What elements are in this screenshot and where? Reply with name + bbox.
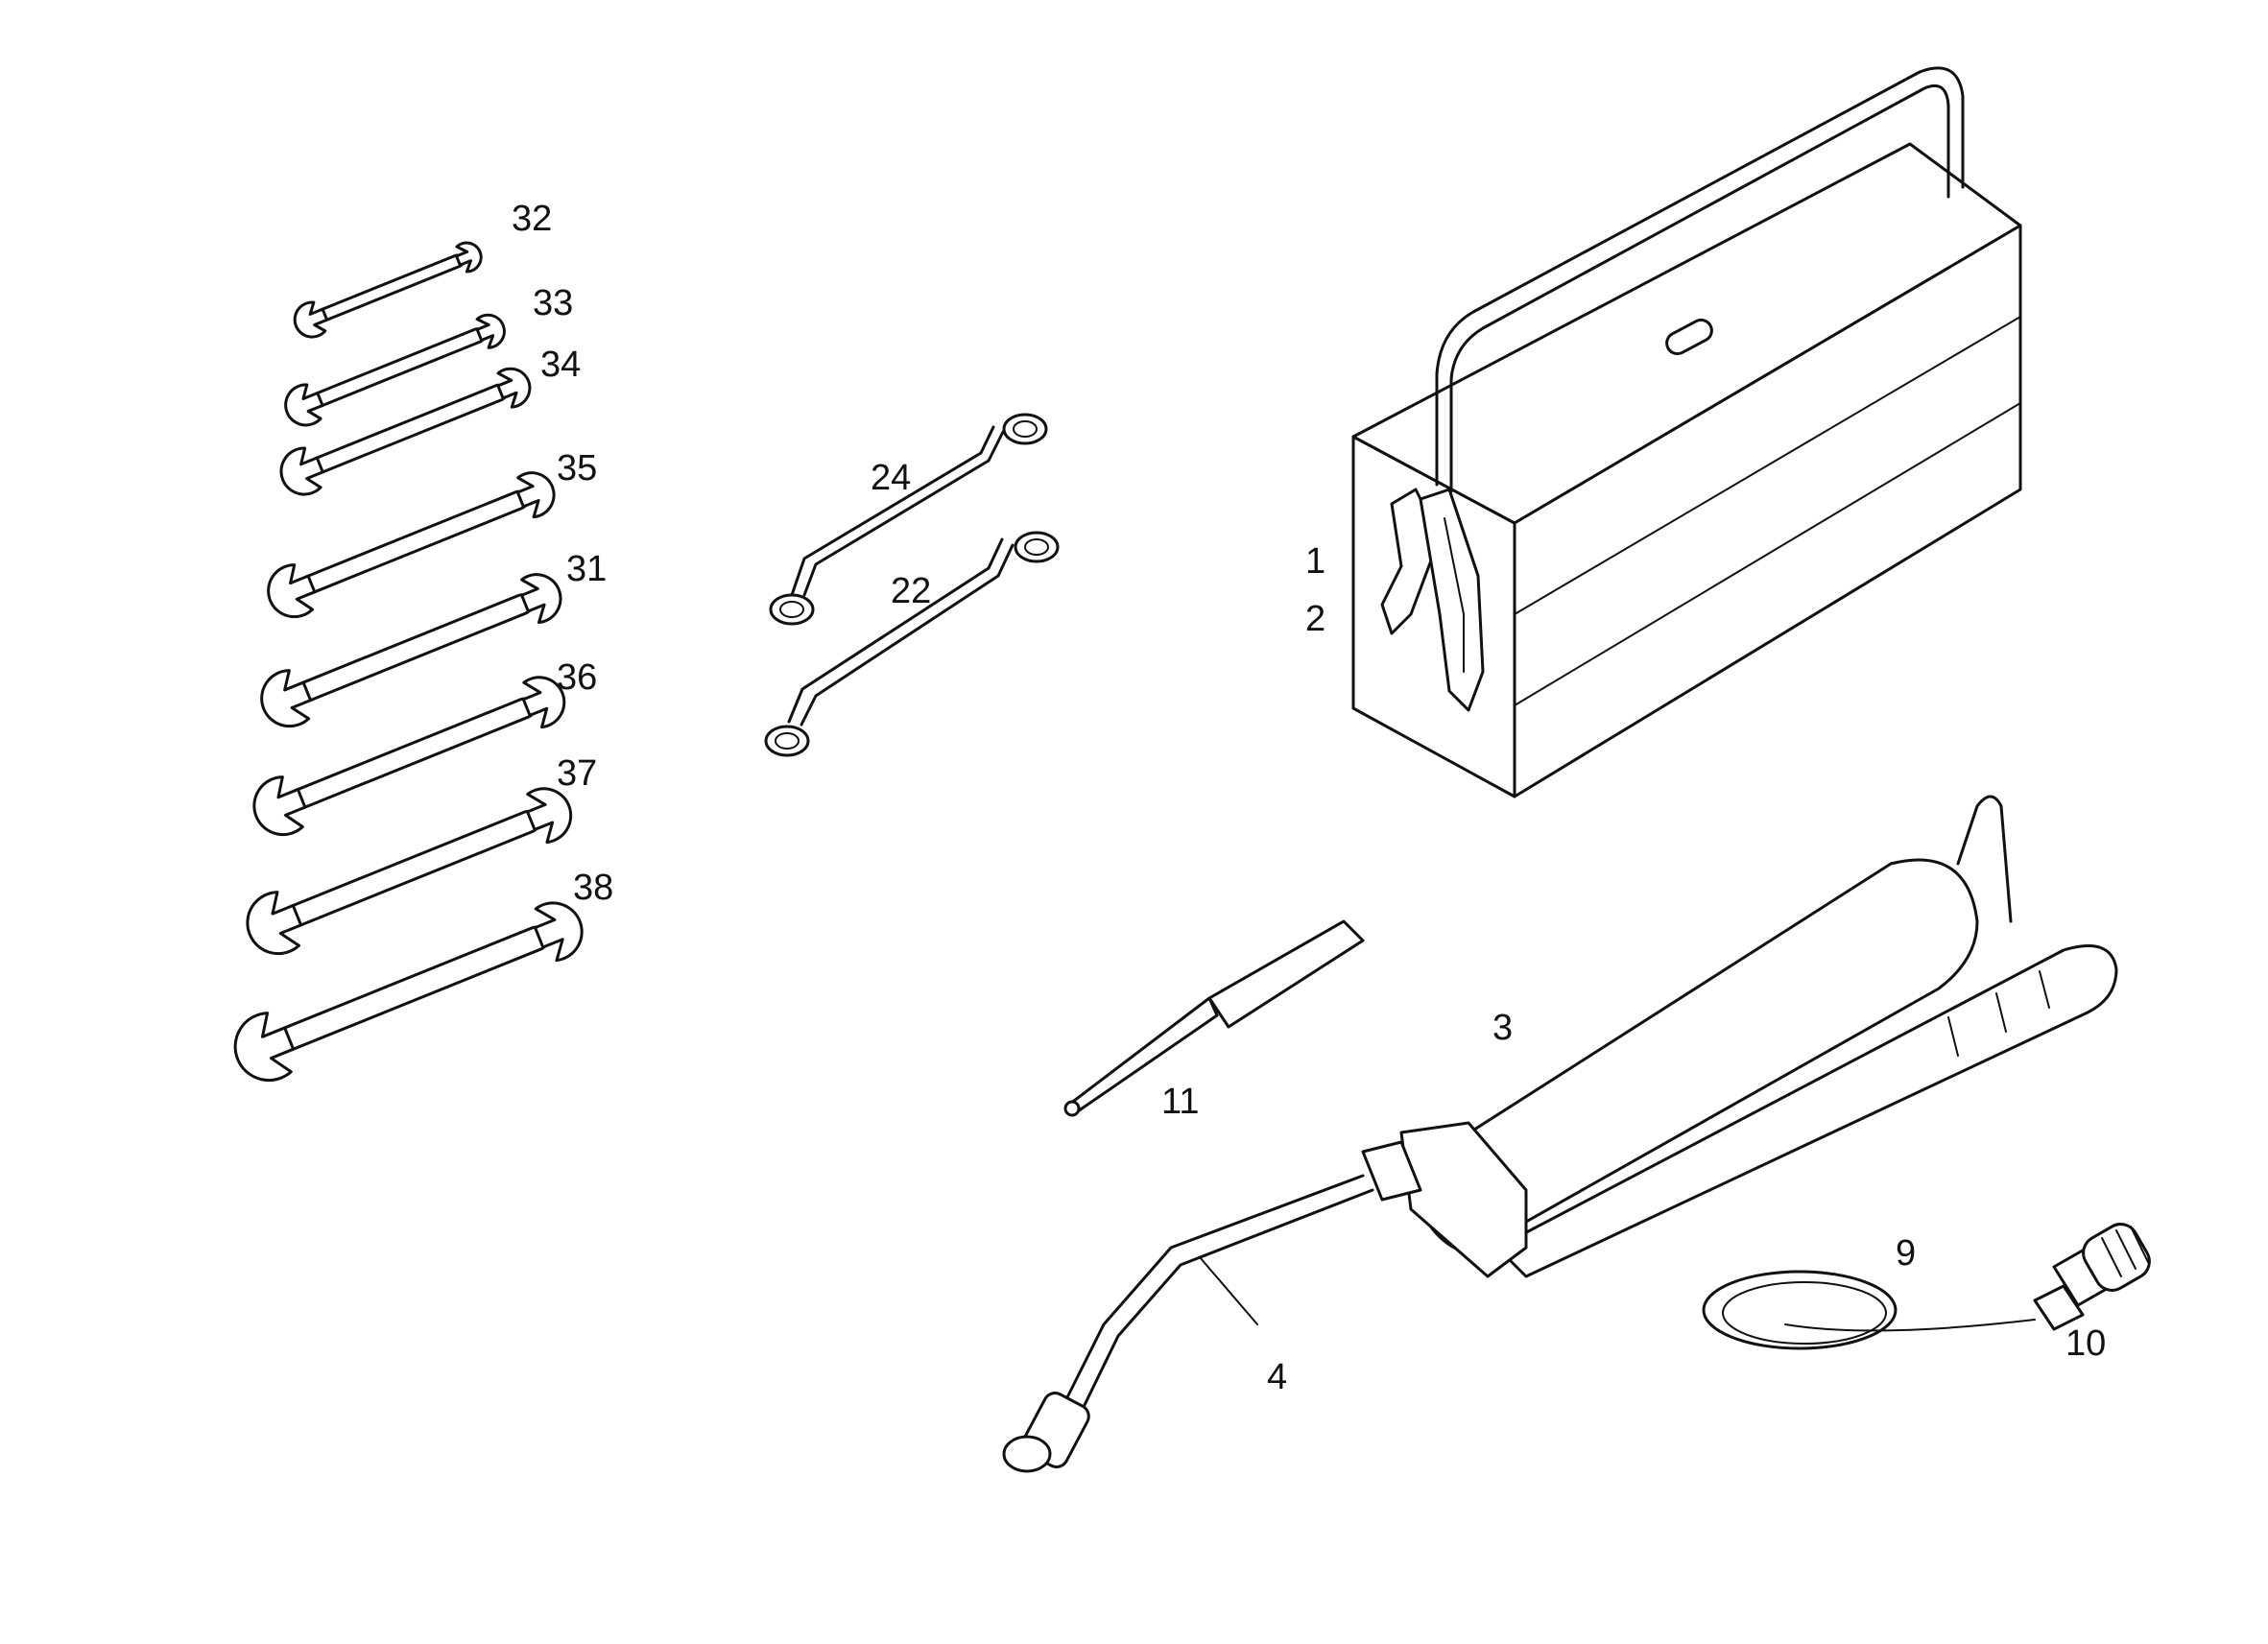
open-end-wrench-37 <box>246 787 573 956</box>
grease-coupler-10 <box>2033 1223 2151 1331</box>
callout-4: 4 <box>1267 1357 1287 1397</box>
callout-36: 36 <box>557 657 597 698</box>
open-end-wrench-36 <box>252 676 566 837</box>
open-end-wrench-34 <box>279 367 532 496</box>
drift-punch-11 <box>1063 919 1365 1117</box>
callout-2: 2 <box>1305 599 1325 639</box>
callout-38: 38 <box>573 868 613 908</box>
callout-labels: 32 33 34 35 31 36 37 38 24 22 1 2 3 11 4… <box>512 199 2106 1397</box>
callout-9: 9 <box>1896 1233 1916 1274</box>
grease-gun-head <box>1399 1121 1528 1278</box>
grease-hose-9 <box>1702 1270 2036 1350</box>
callout-22: 22 <box>891 571 931 611</box>
callout-11: 11 <box>1161 1082 1199 1122</box>
open-end-wrench-31 <box>260 573 562 728</box>
tool-box-handle <box>1435 66 1965 487</box>
grease-gun-pipe <box>1063 1174 1365 1403</box>
callout-3: 3 <box>1492 1008 1513 1048</box>
ring-wrench-22 <box>764 531 1060 757</box>
callout-33: 33 <box>533 283 573 323</box>
tool-box-latch <box>1665 318 1713 356</box>
tool-box <box>1351 66 2022 798</box>
callout-10: 10 <box>2065 1323 2106 1364</box>
grease-gun <box>1002 795 2118 1473</box>
grease-gun-rear-loop <box>1956 795 2013 923</box>
callout-31: 31 <box>566 549 607 589</box>
open-end-wrench-33 <box>284 313 506 427</box>
leader-line-4 <box>1199 1256 1258 1325</box>
callout-24: 24 <box>871 458 911 498</box>
callout-1: 1 <box>1305 541 1325 582</box>
callout-34: 34 <box>540 345 581 385</box>
callout-37: 37 <box>557 753 597 794</box>
grease-gun-lever <box>1495 944 2118 1278</box>
callout-35: 35 <box>557 448 597 488</box>
battery-clamp-2 <box>1419 488 1485 712</box>
callout-32: 32 <box>512 199 552 239</box>
open-end-wrench-32 <box>293 241 483 339</box>
wrench-set <box>233 241 584 1083</box>
ring-wrench-24 <box>769 413 1048 626</box>
open-end-wrench-38 <box>233 901 584 1083</box>
open-end-wrench-35 <box>267 471 556 619</box>
ring-wrench-set <box>764 413 1060 757</box>
